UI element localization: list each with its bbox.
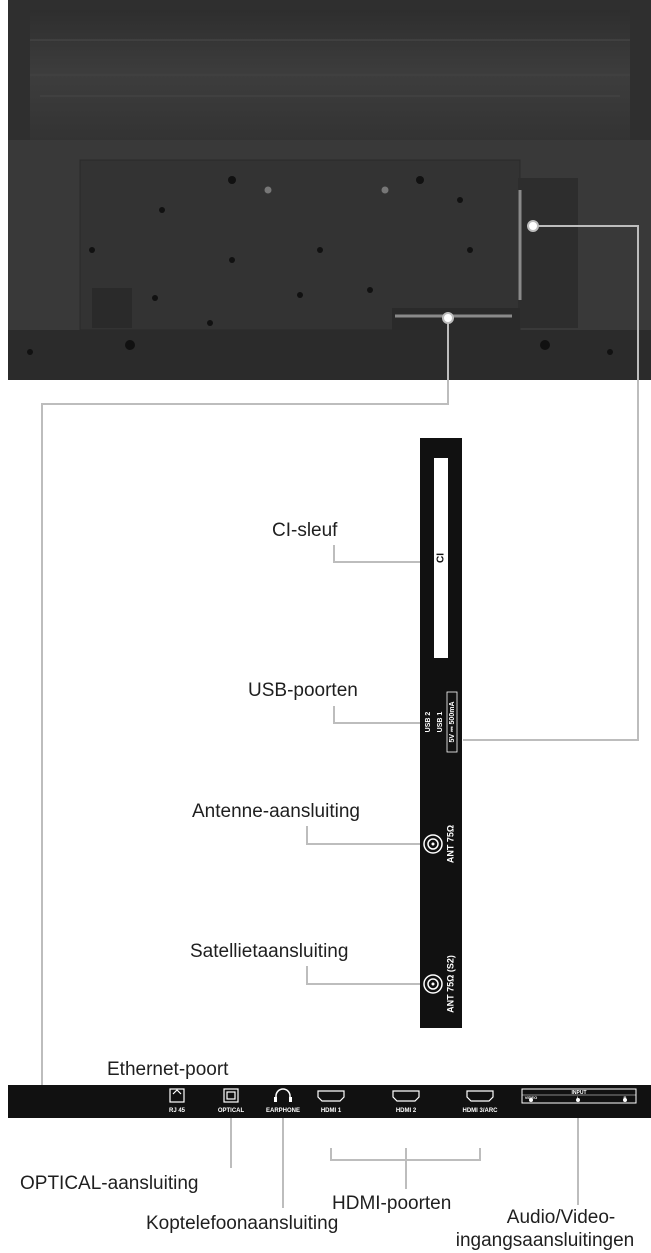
leader-line-bottom-panel xyxy=(41,318,449,1085)
tv-back-connector-bay xyxy=(518,178,578,328)
headphone-icon xyxy=(274,1088,292,1102)
leader-line-antenna xyxy=(306,826,420,845)
tv-back-illustration xyxy=(8,0,651,380)
leader-lines xyxy=(41,225,639,1208)
earphone-text: EARPHONE xyxy=(266,1108,300,1114)
leader-line-usb xyxy=(333,706,420,724)
side-connector-panel: CI USB 2 USB 1 5V ⎓ 500mA ANT 75Ω ANT 75… xyxy=(420,438,462,1028)
l-text: L xyxy=(577,1095,580,1100)
label-ci-slot: CI-sleuf xyxy=(272,520,338,541)
hdmi2-connector xyxy=(392,1090,420,1102)
usb1-text: USB 1 xyxy=(437,712,444,733)
tv-back-center-plate xyxy=(79,159,521,331)
hdmi2-text: HDMI 2 xyxy=(396,1108,417,1114)
hdmi3-text: HDMI 3/ARC xyxy=(462,1108,498,1114)
label-av-line2: ingangsaansluitingen xyxy=(455,1230,635,1251)
label-hdmi: HDMI-poorten xyxy=(332,1193,452,1214)
rj45-connector xyxy=(169,1088,185,1103)
antenna-text: ANT 75Ω xyxy=(445,825,455,863)
r-text: R xyxy=(624,1095,627,1100)
optical-text: OPTICAL xyxy=(218,1108,245,1114)
label-usb-ports: USB-poorten xyxy=(248,680,358,701)
label-headphone: Koptelefoonaansluiting xyxy=(146,1213,339,1234)
hdmi1-text: HDMI 1 xyxy=(321,1108,342,1114)
optical-connector xyxy=(223,1088,239,1103)
label-antenna: Antenne-aansluiting xyxy=(192,801,360,822)
usb-rating-text: 5V ⎓ 500mA xyxy=(449,702,456,743)
hdmi3-connector xyxy=(466,1090,494,1102)
ci-slot-text: CI xyxy=(436,553,447,563)
label-optical: OPTICAL-aansluiting xyxy=(20,1173,199,1194)
bottom-connector-panel: RJ 45 OPTICAL EARPHONE HDMI 1 HDMI 2 HDM… xyxy=(8,1085,651,1118)
satellite-connector xyxy=(423,974,443,994)
usb2-text: USB 2 xyxy=(425,712,432,733)
ci-slot xyxy=(434,458,448,658)
label-ethernet: Ethernet-poort xyxy=(107,1059,229,1080)
leader-line-satellite xyxy=(306,966,420,985)
leader-line-ci xyxy=(333,545,434,563)
av-input-connector xyxy=(521,1088,637,1104)
video-text: VIDEO xyxy=(525,1095,537,1100)
input-text: INPUT xyxy=(572,1090,587,1096)
label-av-line1: Audio/Video- xyxy=(506,1207,616,1228)
callout-dot-side xyxy=(527,220,539,232)
leader-line-side-panel xyxy=(463,225,639,741)
satellite-text: ANT 75Ω (S2) xyxy=(445,955,455,1013)
callout-dot-bottom xyxy=(442,312,454,324)
rj45-text: RJ 45 xyxy=(169,1108,186,1114)
usb-rating-box xyxy=(446,691,458,753)
label-satellite: Satellietaansluiting xyxy=(190,941,349,962)
tv-back-bottom-rim xyxy=(8,330,651,380)
antenna-connector xyxy=(423,834,443,854)
hdmi1-connector xyxy=(317,1090,345,1102)
